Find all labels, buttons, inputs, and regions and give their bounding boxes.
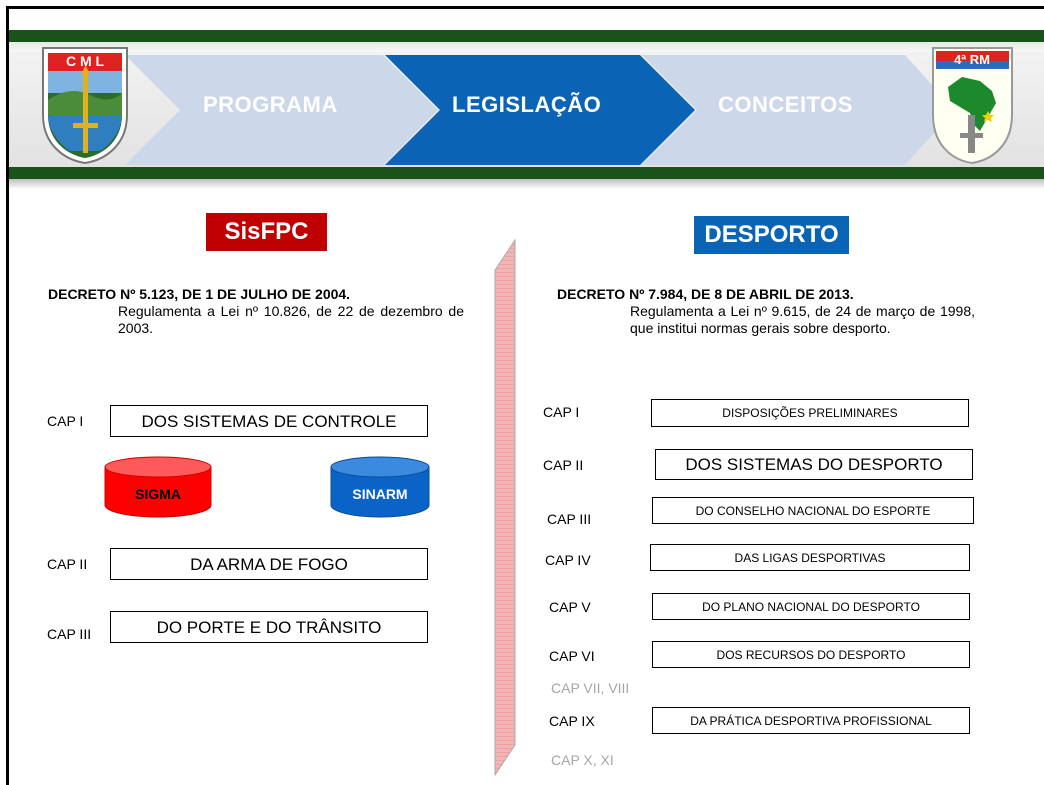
chevron-programa[interactable] <box>125 55 438 165</box>
right-cap-box[interactable]: DO PLANO NACIONAL DO DESPORTO <box>652 593 970 620</box>
left-cap-box[interactable]: DO PORTE E DO TRÂNSITO <box>110 611 428 643</box>
sinarm-cylinder[interactable] <box>329 455 431 520</box>
nav-programa[interactable]: PROGRAMA <box>203 92 338 117</box>
right-cap-box[interactable]: DA PRÁTICA DESPORTIVA PROFISSIONAL <box>652 707 970 734</box>
chevron-legislacao[interactable] <box>385 55 695 165</box>
right-cap-label: CAP II <box>543 457 584 473</box>
nav-chevrons <box>125 55 955 165</box>
header-band-top <box>9 30 1044 42</box>
left-cap-label: CAP I <box>47 413 84 429</box>
right-cap-label: CAP V <box>549 599 591 615</box>
right-decree-desc: Regulamenta a Lei nº 9.615, de 24 de mar… <box>630 303 975 336</box>
slide-frame-left <box>6 6 9 785</box>
cml-emblem-text: C M L <box>66 53 105 69</box>
header-band-sub <box>9 42 1044 52</box>
left-cap-box[interactable]: DOS SISTEMAS DE CONTROLE <box>110 405 428 437</box>
right-cap-label-grey: CAP VII, VIII <box>551 680 630 696</box>
right-cap-label-grey: CAP X, XI <box>551 752 614 768</box>
sigma-cylinder[interactable] <box>103 455 213 520</box>
right-cap-box[interactable]: DOS SISTEMAS DO DESPORTO <box>655 449 973 480</box>
header-shadow <box>9 179 1044 189</box>
left-decree-title: DECRETO Nº 5.123, DE 1 DE JULHO DE 2004. <box>48 286 351 302</box>
right-cap-label: CAP I <box>543 404 580 420</box>
left-cap-box[interactable]: DA ARMA DE FOGO <box>110 548 428 580</box>
right-cap-box[interactable]: DO CONSELHO NACIONAL DO ESPORTE <box>652 497 974 524</box>
sigma-label: SIGMA <box>135 486 181 502</box>
right-cap-label: CAP IV <box>545 552 591 568</box>
header-band-bottom <box>9 167 1044 179</box>
left-decree-desc: Regulamenta a Lei nº 10.826, de 22 de de… <box>118 303 464 336</box>
cml-emblem: C M L <box>42 47 128 165</box>
left-cap-label: CAP II <box>47 556 88 572</box>
left-cap-label: CAP III <box>47 626 92 642</box>
right-cap-box[interactable]: DISPOSIÇÕES PRELIMINARES <box>651 399 969 427</box>
right-decree-title: DECRETO Nº 7.984, DE 8 DE ABRIL DE 2013. <box>557 286 854 302</box>
right-cap-box[interactable]: DAS LIGAS DESPORTIVAS <box>650 544 970 571</box>
rm-emblem-text: 4ª RM <box>954 52 990 67</box>
nav-legislacao[interactable]: LEGISLAÇÃO <box>452 92 602 117</box>
chevron-conceitos[interactable] <box>642 55 955 165</box>
right-cap-label: CAP VI <box>549 648 595 664</box>
sinarm-label: SINARM <box>352 486 408 502</box>
right-cap-label: CAP IX <box>549 713 595 729</box>
slide-frame-top <box>6 6 1044 9</box>
rm-emblem: 4ª RM <box>932 47 1013 165</box>
desporto-tag: DESPORTO <box>694 216 849 254</box>
nav-conceitos[interactable]: CONCEITOS <box>718 92 853 117</box>
right-cap-box[interactable]: DOS RECURSOS DO DESPORTO <box>652 641 970 668</box>
sisfpc-tag: SisFPC <box>206 213 327 251</box>
right-cap-label: CAP III <box>547 511 592 527</box>
